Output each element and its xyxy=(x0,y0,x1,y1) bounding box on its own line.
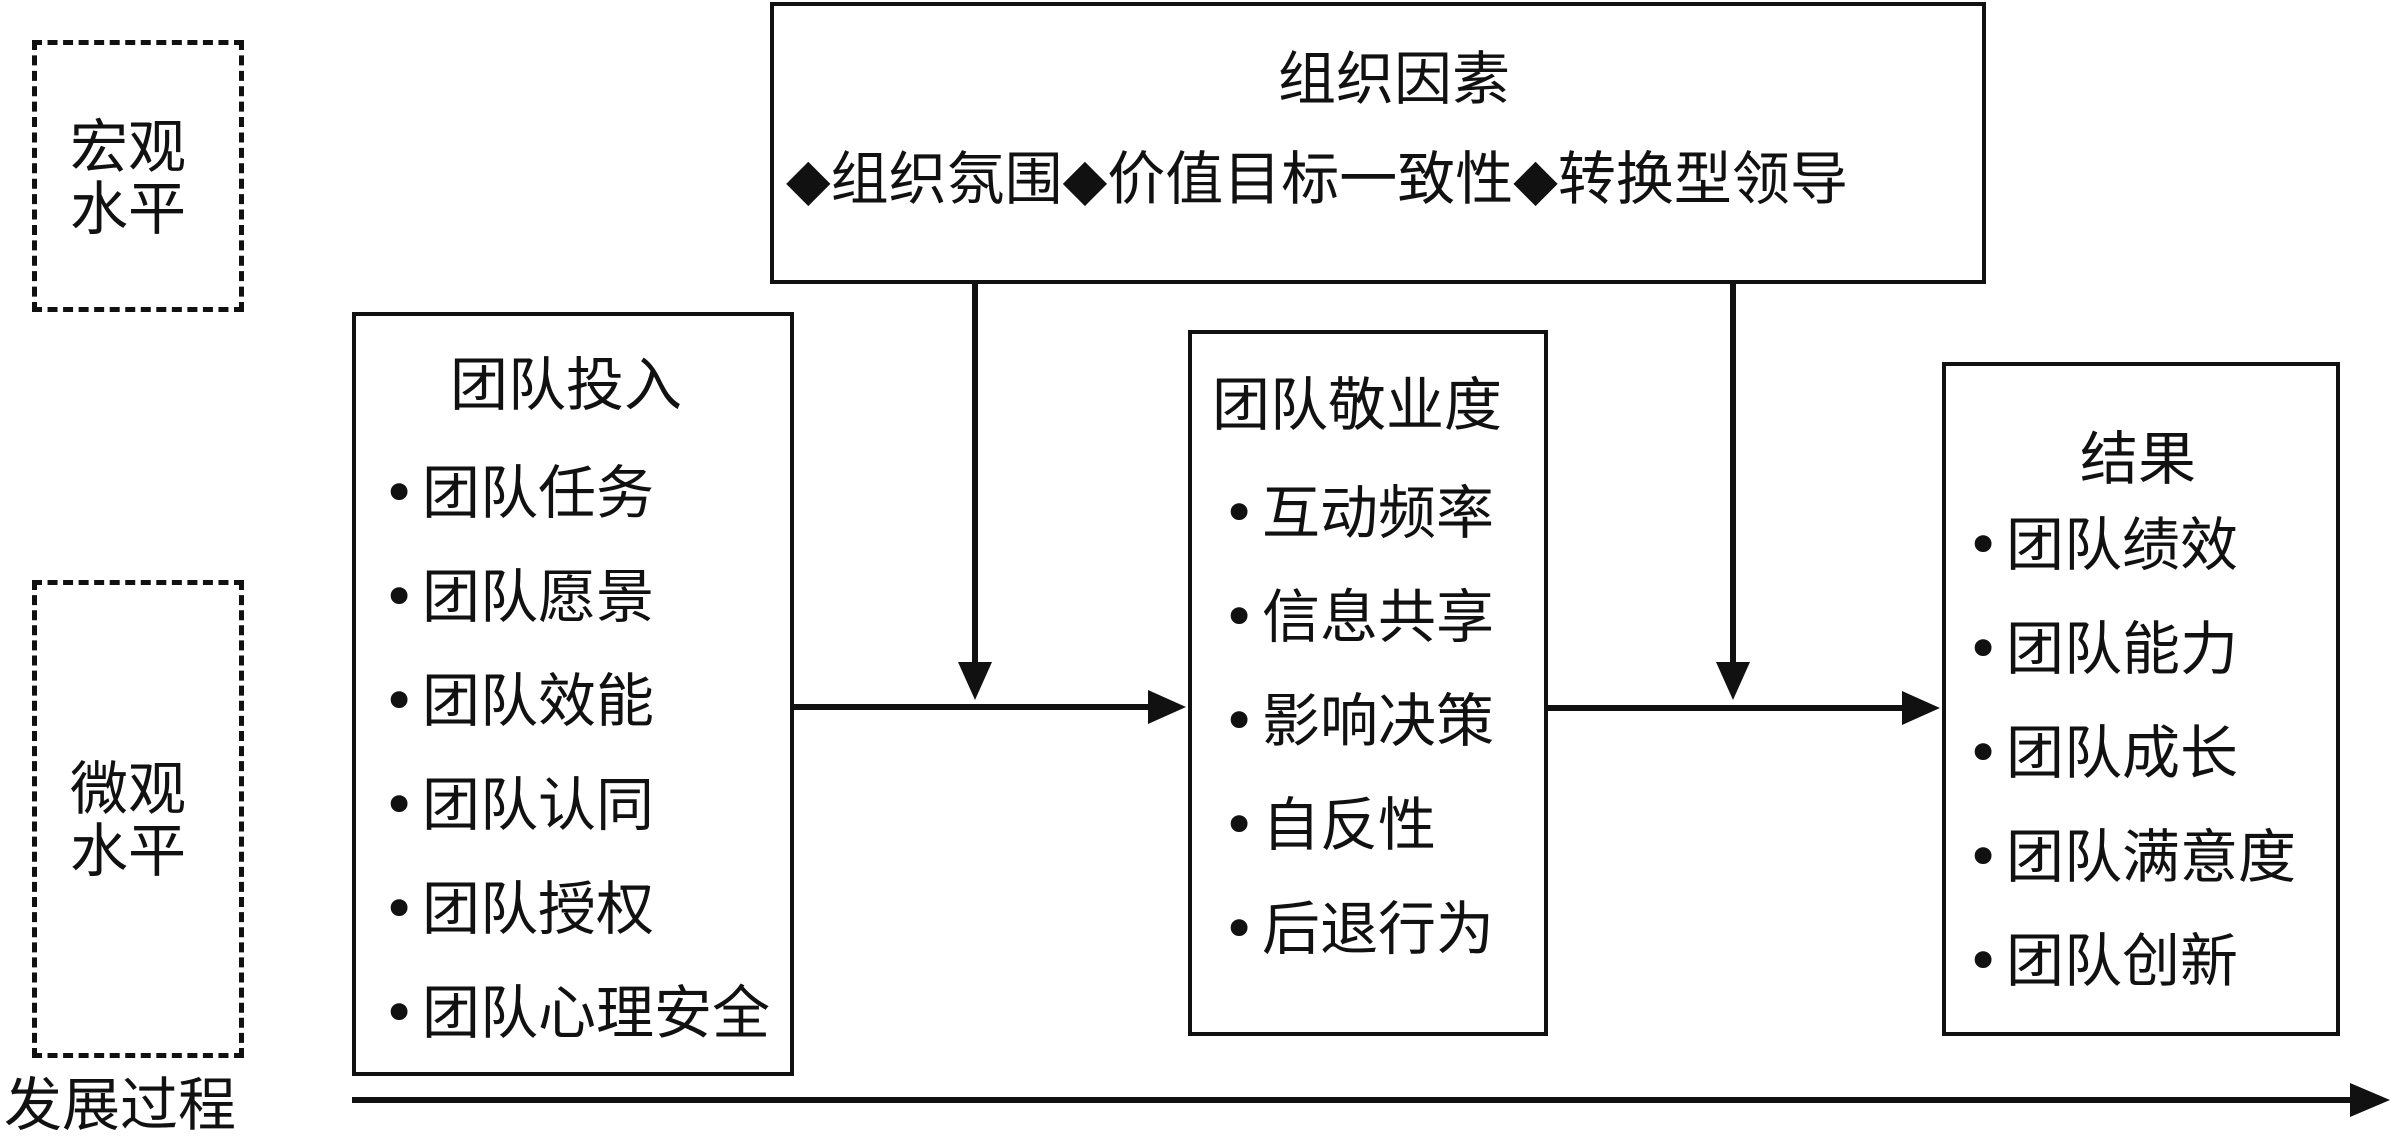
team-engagement-item-label: 影响决策 xyxy=(1262,687,1495,755)
bullet-icon: • xyxy=(1222,687,1257,755)
team-input-item-label: 团队认同 xyxy=(422,771,655,839)
org-to-outcome-arrowhead xyxy=(1716,662,1750,700)
org-factor-item: ◆价值目标一致性 xyxy=(1062,145,1514,213)
team-engagement-box xyxy=(1188,330,1548,1036)
list-item: •团队心理安全 xyxy=(382,982,770,1044)
bullet-icon: • xyxy=(1222,791,1257,859)
team-engagement-item-label: 后退行为 xyxy=(1262,895,1495,963)
list-item: •团队创新 xyxy=(1966,930,2238,992)
bullet-icon: • xyxy=(1222,895,1257,963)
bullet-icon: • xyxy=(1966,511,2001,579)
micro-level-box xyxy=(32,580,244,1058)
process-label: 发展过程 xyxy=(4,1071,237,1139)
team-input-item-label: 团队愿景 xyxy=(422,563,655,631)
list-item: •互动频率 xyxy=(1222,482,1494,544)
list-item: •团队效能 xyxy=(382,670,654,732)
team-engagement-item-label: 自反性 xyxy=(1262,791,1437,859)
org-factors-title: 组织因素 xyxy=(1278,45,1511,113)
input-to-engagement-arrowhead xyxy=(1148,690,1186,724)
team-input-item-label: 团队效能 xyxy=(422,667,655,735)
team-engagement-title: 团队敬业度 xyxy=(1212,371,1503,439)
org-to-input-arrowhead xyxy=(958,662,992,700)
org-factors-box xyxy=(770,2,1986,284)
bullet-icon: • xyxy=(382,979,417,1047)
list-item: •后退行为 xyxy=(1222,898,1494,960)
outcome-item-label: 团队满意度 xyxy=(2006,823,2297,891)
outcome-item-label: 团队创新 xyxy=(2006,927,2239,995)
outcome-item-label: 团队能力 xyxy=(2006,615,2239,683)
outcome-item-label: 团队绩效 xyxy=(2006,511,2239,579)
micro-level-line1: 微观 xyxy=(70,755,187,823)
org-factor-item: ◆转换型领导 xyxy=(1513,145,1848,213)
list-item: •团队绩效 xyxy=(1966,514,2238,576)
bullet-icon: • xyxy=(1966,927,2001,995)
list-item: •团队成长 xyxy=(1966,722,2238,784)
process-arrowhead xyxy=(2350,1083,2390,1117)
team-input-item-label: 团队授权 xyxy=(422,875,655,943)
outcomes-title: 结果 xyxy=(2080,425,2197,493)
bullet-icon: • xyxy=(382,563,417,631)
micro-level-line2: 水平 xyxy=(70,817,187,885)
micro-level-label: 微观 水平 xyxy=(70,758,210,882)
org-factor-item: ◆组织氛围 xyxy=(786,145,1063,213)
team-input-item-label: 团队心理安全 xyxy=(422,979,771,1047)
team-input-item-label: 团队任务 xyxy=(422,459,655,527)
org-factors-list: ◆组织氛围◆价值目标一致性◆转换型领导 xyxy=(786,148,1848,210)
team-engagement-item-label: 互动频率 xyxy=(1262,479,1495,547)
team-input-title: 团队投入 xyxy=(450,351,683,419)
list-item: •团队满意度 xyxy=(1966,826,2296,888)
bullet-icon: • xyxy=(1966,615,2001,683)
list-item: •团队愿景 xyxy=(382,566,654,628)
macro-level-line2: 水平 xyxy=(70,175,187,243)
bullet-icon: • xyxy=(1222,583,1257,651)
bullet-icon: • xyxy=(1222,479,1257,547)
outcomes-box xyxy=(1942,362,2340,1036)
list-item: •团队能力 xyxy=(1966,618,2238,680)
list-item: •影响决策 xyxy=(1222,690,1494,752)
list-item: •团队认同 xyxy=(382,774,654,836)
bullet-icon: • xyxy=(382,667,417,735)
bullet-icon: • xyxy=(1966,823,2001,891)
team-engagement-item-label: 信息共享 xyxy=(1262,583,1495,651)
bullet-icon: • xyxy=(382,771,417,839)
list-item: •信息共享 xyxy=(1222,586,1494,648)
list-item: •团队任务 xyxy=(382,462,654,524)
macro-level-box xyxy=(32,40,244,312)
list-item: •自反性 xyxy=(1222,794,1436,856)
bullet-icon: • xyxy=(382,875,417,943)
macro-level-label: 宏观 水平 xyxy=(70,116,210,240)
team-input-box xyxy=(352,312,794,1076)
bullet-icon: • xyxy=(1966,719,2001,787)
bullet-icon: • xyxy=(382,459,417,527)
outcome-item-label: 团队成长 xyxy=(2006,719,2239,787)
macro-level-line1: 宏观 xyxy=(70,113,187,181)
engagement-to-outcome-arrowhead xyxy=(1902,691,1940,725)
list-item: •团队授权 xyxy=(382,878,654,940)
